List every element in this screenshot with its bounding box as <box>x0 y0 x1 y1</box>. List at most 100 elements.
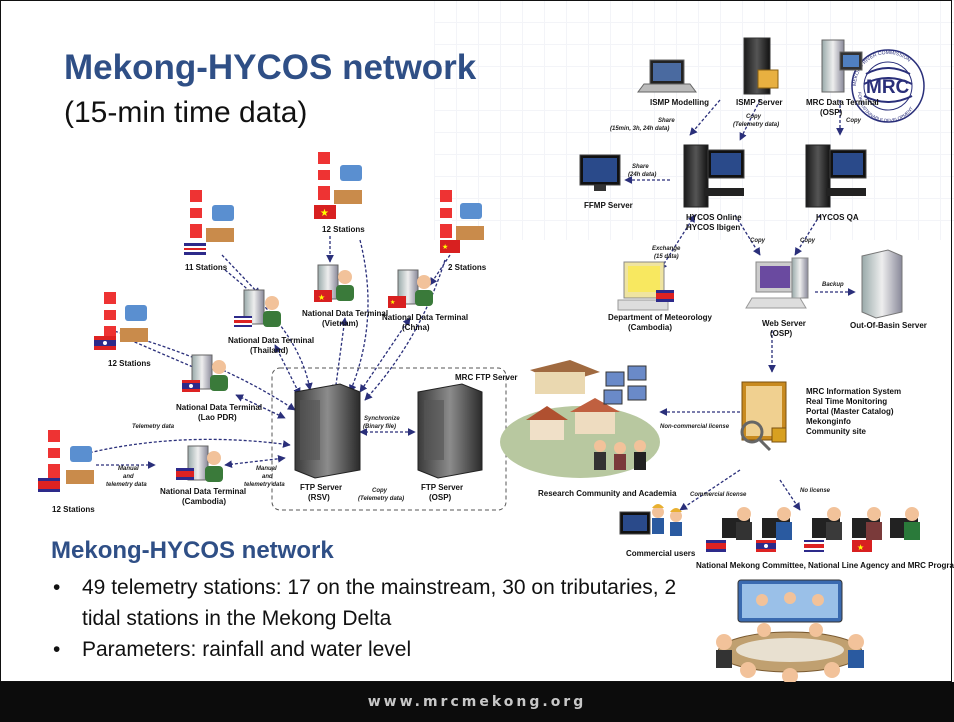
share-ffmp-line2: (24h data) <box>628 172 656 178</box>
ismp-server-icon <box>743 37 779 95</box>
info-system-line4: Mekonginfo <box>806 417 851 426</box>
copy-mid-left-label: Copy <box>750 238 766 244</box>
right-arrows <box>624 99 856 511</box>
copy-line1: Copy <box>372 488 388 494</box>
terminal-icon-china: ★ <box>388 269 433 308</box>
terminal-icon-laos <box>182 354 228 392</box>
national-committees-label: National Mekong Committee, National Line… <box>696 561 954 570</box>
manual-right-line1: Manual <box>256 466 277 472</box>
svg-text:★: ★ <box>442 243 448 251</box>
ismp-modelling-label: ISMP Modelling <box>650 98 709 107</box>
bullet-text: 49 telemetry stations: 17 on the mainstr… <box>82 576 677 630</box>
copy-top-line2: (Telemetry data) <box>733 122 779 128</box>
commercial-license-label: Commercial license <box>690 492 747 498</box>
bullet-item: • 49 telemetry stations: 17 on the mainst… <box>51 572 691 634</box>
terminal-china-line2: (China) <box>402 323 430 332</box>
station-icon-china: ★ <box>440 190 484 253</box>
manual-left-line3: telemetry data <box>106 482 147 488</box>
bullet-dot-icon: • <box>53 576 61 599</box>
page-subtitle: (15-min time data) <box>64 96 308 129</box>
share-top-line2: (15min, 3h, 24h data) <box>610 126 669 132</box>
info-system-line5: Community site <box>806 427 867 436</box>
terminal-laos-line2: (Lao PDR) <box>198 413 237 422</box>
national-committees-icons: ★ <box>706 507 920 552</box>
hycos-online-line2: HYCOS Ibigen <box>686 223 740 232</box>
synchronize-line2: (Binary file) <box>363 424 396 430</box>
dept-met-line2: (Cambodia) <box>628 323 672 332</box>
mrc-ftp-server-label: MRC FTP Server <box>455 373 518 382</box>
manual-right-line3: telemetry data <box>244 482 285 488</box>
information-system-folder-icon <box>740 381 787 452</box>
backup-label: Backup <box>822 282 844 288</box>
slide-frame <box>0 0 952 682</box>
non-commercial-label: Non-commercial license <box>660 424 730 430</box>
copy-right-label: Copy <box>846 118 862 124</box>
exchange-line1: Exchange <box>652 246 681 252</box>
left-arrows <box>79 236 451 469</box>
bullet-text: Parameters: rainfall and water level <box>82 638 412 661</box>
terminal-icon-thailand <box>234 289 281 327</box>
manual-right-line2: and <box>262 474 273 480</box>
stations-thailand-label: 11 Stations <box>185 263 228 272</box>
ftp-server-rsv-line1: FTP Server <box>300 483 342 492</box>
page-title: Mekong-HYCOS network <box>64 48 477 87</box>
terminal-vietnam-line2: (Vietnam) <box>322 319 359 328</box>
web-server-line2: (OSP) <box>770 329 793 338</box>
telemetry-data-label: Telemetry data <box>132 424 175 430</box>
stations-vietnam-label: 12 Stations <box>322 225 365 234</box>
terminal-cambodia-line2: (Cambodia) <box>182 497 226 506</box>
ismp-server-label: ISMP Server <box>736 98 783 107</box>
ffmp-server-label: FFMP Server <box>584 201 633 210</box>
bullet-dot-icon: • <box>53 638 61 661</box>
terminal-vietnam-line1: National Data Terminal <box>302 309 388 318</box>
dept-met-line1: Department of Meteorology <box>608 313 713 322</box>
commercial-users-label: Commercial users <box>626 549 696 558</box>
svg-text:★: ★ <box>320 208 329 219</box>
hycos-online-pc-icon <box>683 144 745 208</box>
ffmp-server-icon <box>579 154 621 191</box>
out-of-basin-server-icon <box>861 249 903 319</box>
ftp-server-osp-line2: (OSP) <box>429 493 452 502</box>
ftp-server-osp-icon <box>417 383 483 479</box>
station-icon-vietnam: ★ <box>314 152 362 219</box>
hycos-qa-label: HYCOS QA <box>816 213 859 222</box>
footer-bar <box>0 682 954 722</box>
share-ffmp-line1: Share <box>632 164 649 170</box>
stations-laos-label: 12 Stations <box>108 359 151 368</box>
terminal-cambodia-line1: National Data Terminal <box>160 487 246 496</box>
station-icon-cambodia <box>38 430 94 492</box>
web-server-icon <box>745 257 809 309</box>
terminal-china-line1: National Data Terminal <box>382 313 468 322</box>
svg-text:★: ★ <box>318 293 325 302</box>
info-system-line1: MRC Information System <box>806 387 901 396</box>
station-icon-laos <box>94 292 148 350</box>
no-license-label: No license <box>800 488 831 494</box>
bullet-list: • 49 telemetry stations: 17 on the mainst… <box>51 572 691 665</box>
logo-text: MRC <box>866 77 910 98</box>
section-heading: Mekong-HYCOS network <box>51 537 334 564</box>
terminal-thailand-line1: National Data Terminal <box>228 336 314 345</box>
ftp-server-rsv-line2: (RSV) <box>308 493 330 502</box>
stations-china-label: 2 Stations <box>448 263 487 272</box>
copy-top-line1: Copy <box>746 114 762 120</box>
research-community-label: Research Community and Academia <box>538 489 677 498</box>
stations-cambodia-label: 12 Stations <box>52 505 95 514</box>
out-of-basin-label: Out-Of-Basin Server <box>850 321 927 330</box>
web-server-line1: Web Server <box>762 319 806 328</box>
research-community-illustration <box>500 360 660 478</box>
copy-mid-right-label: Copy <box>800 238 816 244</box>
exchange-line2: (15 data) <box>654 254 679 260</box>
mrc-data-terminal-icon <box>821 39 863 93</box>
ftp-server-osp-line1: FTP Server <box>421 483 463 492</box>
ismp-modelling-laptop-icon <box>637 59 697 93</box>
ftp-server-rsv-icon <box>294 383 361 479</box>
network-diagram: MRC FTP Server 11 Stations ★ 12 Stations… <box>38 37 954 682</box>
svg-text:★: ★ <box>390 299 395 306</box>
commercial-users-icon <box>619 504 682 536</box>
share-top-line1: Share <box>658 118 675 124</box>
synchronize-line1: Synchronize <box>364 416 400 422</box>
footer-url: www.mrcmekong.org <box>367 694 587 710</box>
conference-meeting-illustration <box>716 579 864 682</box>
hycos-qa-pc-icon <box>805 144 867 208</box>
